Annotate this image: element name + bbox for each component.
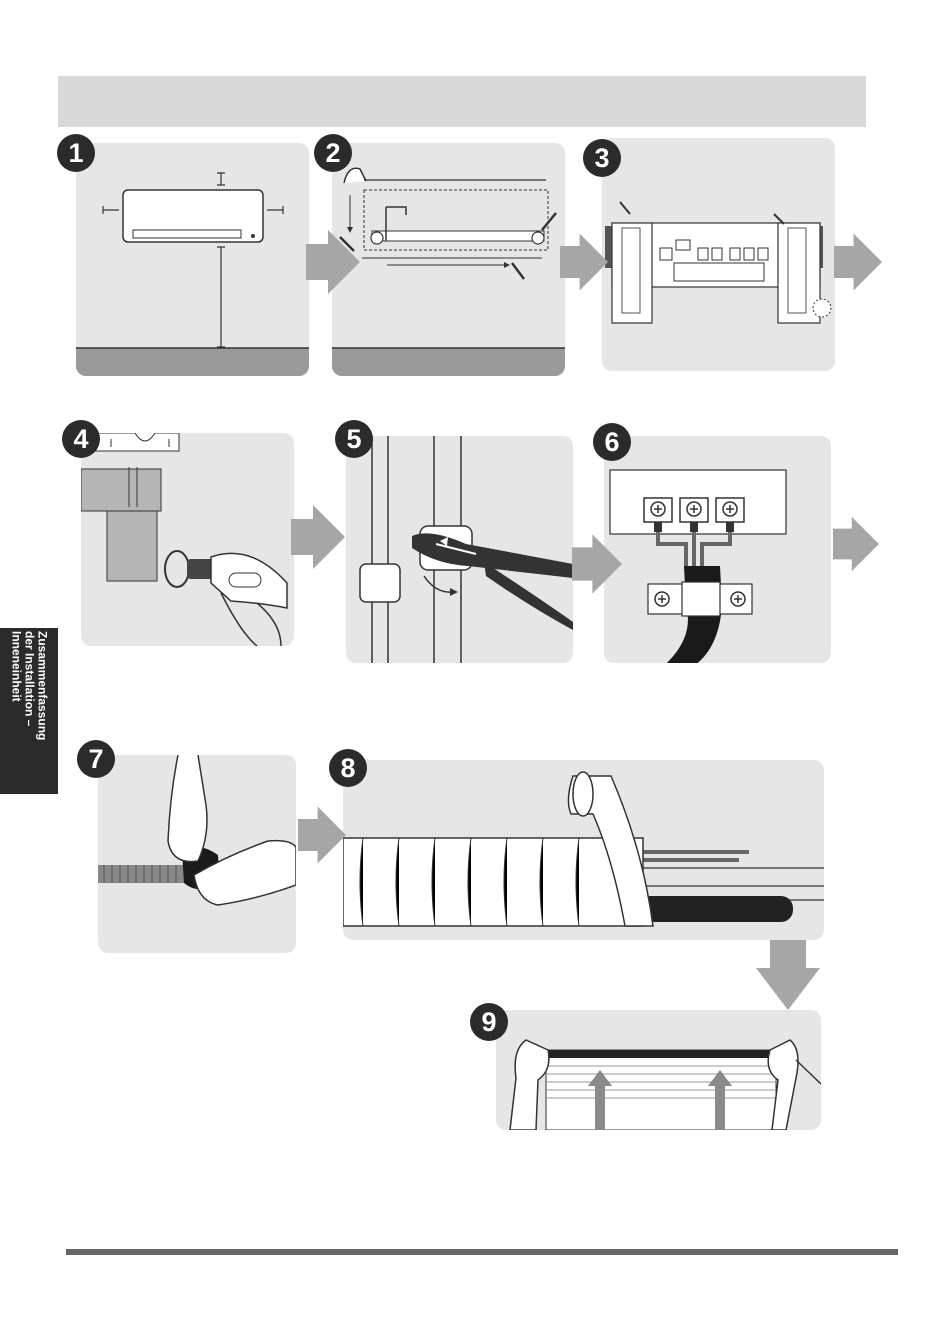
step-9-badge: 9 bbox=[470, 1003, 508, 1041]
step-3-badge: 3 bbox=[583, 139, 621, 177]
footer-rule bbox=[66, 1249, 898, 1255]
tape-pipe-bundle-icon bbox=[343, 760, 824, 940]
step-4-badge: 4 bbox=[62, 420, 100, 458]
step-6-panel bbox=[604, 436, 831, 663]
step-7-badge: 7 bbox=[77, 740, 115, 778]
step-5-panel bbox=[346, 436, 573, 663]
wrap-drain-hose-icon bbox=[98, 755, 296, 953]
step-7-panel bbox=[98, 755, 296, 953]
section-side-label: Zusammenfassung der Installation – Innen… bbox=[10, 631, 49, 791]
arrow-down-icon bbox=[756, 940, 820, 1010]
step-1-panel bbox=[76, 143, 309, 376]
header-bar bbox=[58, 76, 866, 127]
step-5-badge: 5 bbox=[335, 420, 373, 458]
step-8-panel bbox=[343, 760, 824, 940]
step-2-badge: 2 bbox=[314, 134, 352, 172]
step-9-panel bbox=[496, 1010, 821, 1130]
side-label-line-3: Inneneinheit bbox=[10, 631, 23, 791]
section-side-tab: Zusammenfassung der Installation – Innen… bbox=[0, 628, 58, 794]
arrow-right-icon bbox=[572, 532, 622, 596]
side-label-line-2: der Installation – bbox=[23, 631, 36, 791]
mounting-plate-position-icon bbox=[332, 143, 565, 376]
arrow-right-icon bbox=[834, 230, 882, 294]
arrow-right-icon bbox=[290, 505, 346, 569]
arrow-right-icon bbox=[298, 805, 346, 865]
arrow-right-icon bbox=[560, 230, 608, 294]
drill-wall-hole-icon bbox=[81, 433, 294, 646]
step-3-panel bbox=[602, 138, 835, 371]
step-6-badge: 6 bbox=[593, 423, 631, 461]
step-4-panel bbox=[81, 433, 294, 646]
arrow-right-icon bbox=[306, 230, 360, 294]
step-1-badge: 1 bbox=[57, 134, 95, 172]
measure-clearance-icon bbox=[76, 143, 309, 376]
terminal-block-wiring-icon bbox=[604, 436, 831, 663]
arrow-right-icon bbox=[833, 512, 879, 576]
step-2-panel bbox=[332, 143, 565, 376]
mounting-plate-screws-icon bbox=[602, 138, 835, 371]
connect-pipes-wrench-icon bbox=[346, 436, 573, 663]
step-8-badge: 8 bbox=[329, 749, 367, 787]
hang-indoor-unit-icon bbox=[496, 1010, 821, 1130]
side-label-line-1: Zusammenfassung bbox=[36, 631, 49, 791]
